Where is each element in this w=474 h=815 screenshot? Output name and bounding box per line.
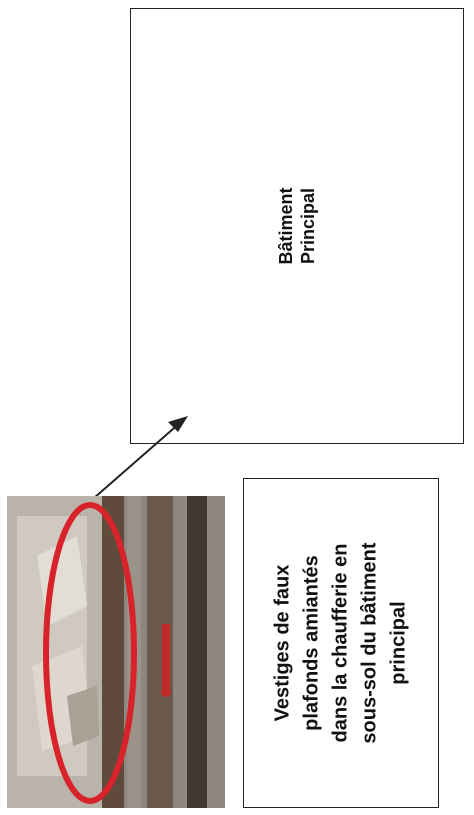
boiler-room-photo <box>7 496 225 808</box>
photo-image <box>7 496 225 808</box>
caption-line-4: sous-sol du bâtiment <box>356 488 385 798</box>
caption-text: Vestiges de faux plafonds amiantés dans … <box>269 488 414 798</box>
caption-line-5: principal <box>385 488 414 798</box>
caption-line-1: Vestiges de faux <box>269 488 298 798</box>
caption-line-3: dans la chaufferie en <box>327 488 356 798</box>
arrow-line <box>86 422 181 505</box>
caption-line-2: plafonds amiantés <box>298 488 327 798</box>
caption-box: Vestiges de faux plafonds amiantés dans … <box>243 478 439 808</box>
